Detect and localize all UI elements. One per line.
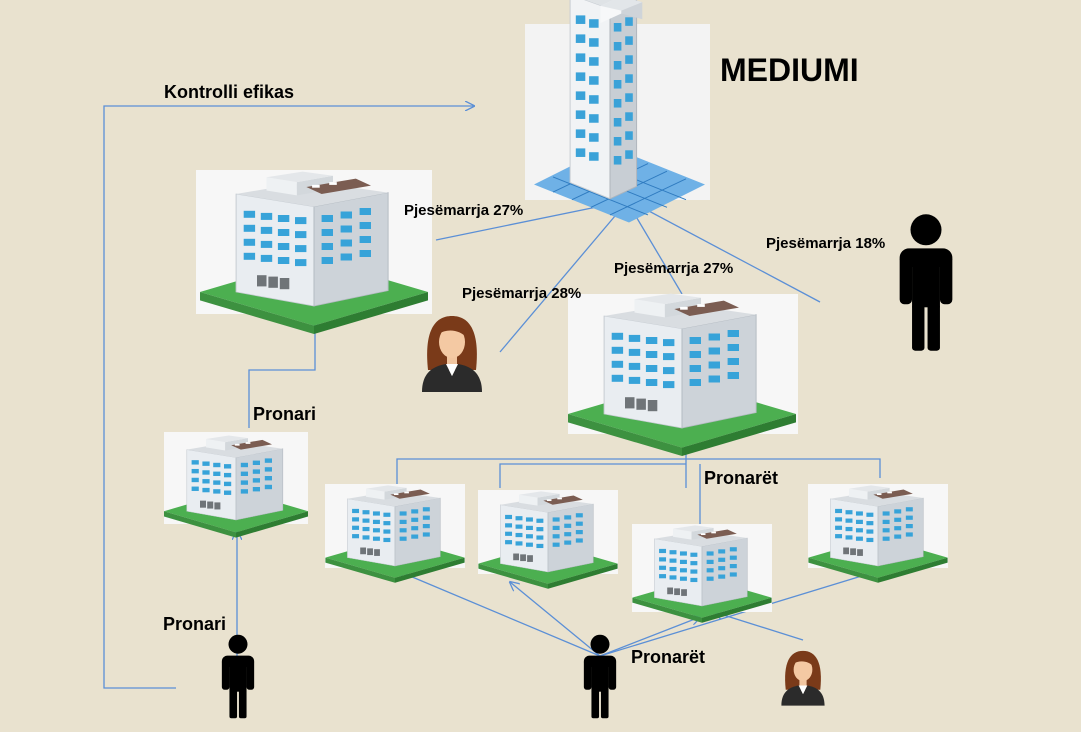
company-building-2-icon bbox=[478, 490, 618, 590]
frame-border-left bbox=[0, 0, 16, 732]
company-building-3-icon bbox=[632, 524, 772, 624]
label-share-woman: Pjesëmarrja 28% bbox=[462, 285, 582, 302]
arrow-efficient-control bbox=[103, 106, 474, 689]
arrow-man-to-mediumi bbox=[630, 201, 821, 303]
company-building-4-icon bbox=[808, 484, 948, 584]
man-shareholder-icon bbox=[899, 214, 953, 351]
arrow-owners-fan-4 bbox=[599, 571, 878, 657]
label-owners-top: Pronarët bbox=[704, 468, 779, 488]
company-building-left-icon bbox=[196, 170, 432, 335]
mediumi-building-icon bbox=[525, 0, 710, 223]
arrow-woman2-to-building bbox=[714, 612, 804, 641]
label-share-left: Pjesëmarrja 27% bbox=[404, 202, 524, 219]
label-owner-bottom: Pronari bbox=[163, 614, 227, 634]
arrow-owner-to-left-building bbox=[248, 320, 315, 428]
arrow-owners-fan-1 bbox=[398, 571, 601, 657]
bracket-owned-buildings-inner bbox=[499, 463, 686, 488]
company-building-1-icon bbox=[325, 484, 465, 584]
arrow-owners-fan-2 bbox=[510, 582, 601, 657]
man-owner-icon bbox=[221, 634, 255, 719]
label-share-man: Pjesëmarrja 18% bbox=[766, 235, 886, 252]
label-owners-bottom: Pronarët bbox=[631, 647, 706, 667]
label-owner-top: Pronari bbox=[253, 404, 317, 424]
label-efficient-control: Kontrolli efikas bbox=[164, 82, 295, 102]
woman-owner-icon bbox=[781, 650, 825, 706]
company-building-center-icon bbox=[567, 293, 798, 457]
company-building-small-icon bbox=[163, 432, 309, 538]
woman-shareholder-icon bbox=[422, 316, 482, 392]
label-share-center: Pjesëmarrja 27% bbox=[614, 260, 734, 277]
diagram-title: MEDIUMI bbox=[720, 52, 859, 88]
frame-border-top bbox=[0, 0, 1081, 16]
bracket-owned-buildings bbox=[396, 458, 881, 488]
arrow-owners-fan-3 bbox=[599, 617, 700, 657]
arrow-woman-to-mediumi bbox=[499, 203, 626, 353]
